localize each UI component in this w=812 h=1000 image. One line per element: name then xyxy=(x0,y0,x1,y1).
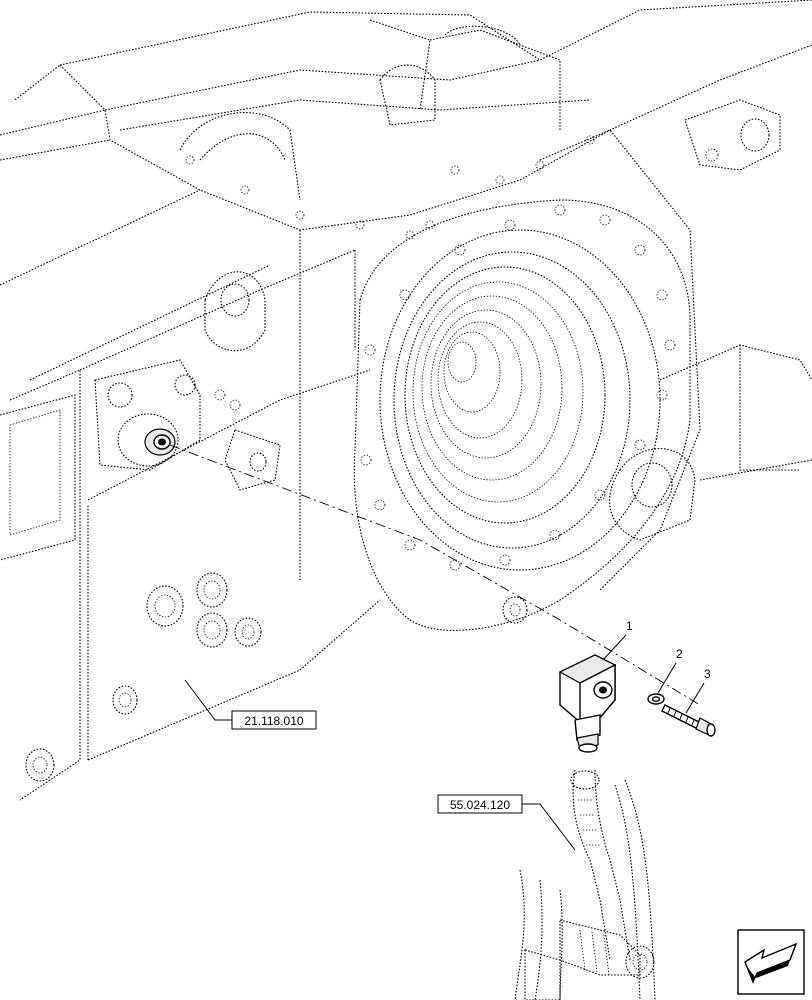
callout-label-1: 1 xyxy=(626,619,633,633)
reference-housing[interactable]: 21.118.010 xyxy=(184,679,317,730)
arrow-bottom-left-icon[interactable] xyxy=(737,929,805,995)
speed-sensor xyxy=(558,654,617,753)
callout-label-2: 2 xyxy=(676,647,683,661)
sensor-installed-position xyxy=(144,428,176,456)
assembly-centerline xyxy=(169,444,701,706)
washer xyxy=(647,693,665,705)
bolt xyxy=(661,704,716,737)
reference-harness[interactable]: 55.024.120 xyxy=(437,794,576,851)
callout-1: 1 xyxy=(602,619,633,661)
callout-2: 2 xyxy=(657,647,683,694)
transmission-housing xyxy=(0,0,812,801)
callout-3: 3 xyxy=(685,667,711,714)
wiring-harness xyxy=(514,769,656,1000)
reference-label-harness: 55.024.120 xyxy=(450,798,510,812)
reference-label-housing: 21.118.010 xyxy=(244,714,303,728)
callout-label-3: 3 xyxy=(704,667,711,681)
